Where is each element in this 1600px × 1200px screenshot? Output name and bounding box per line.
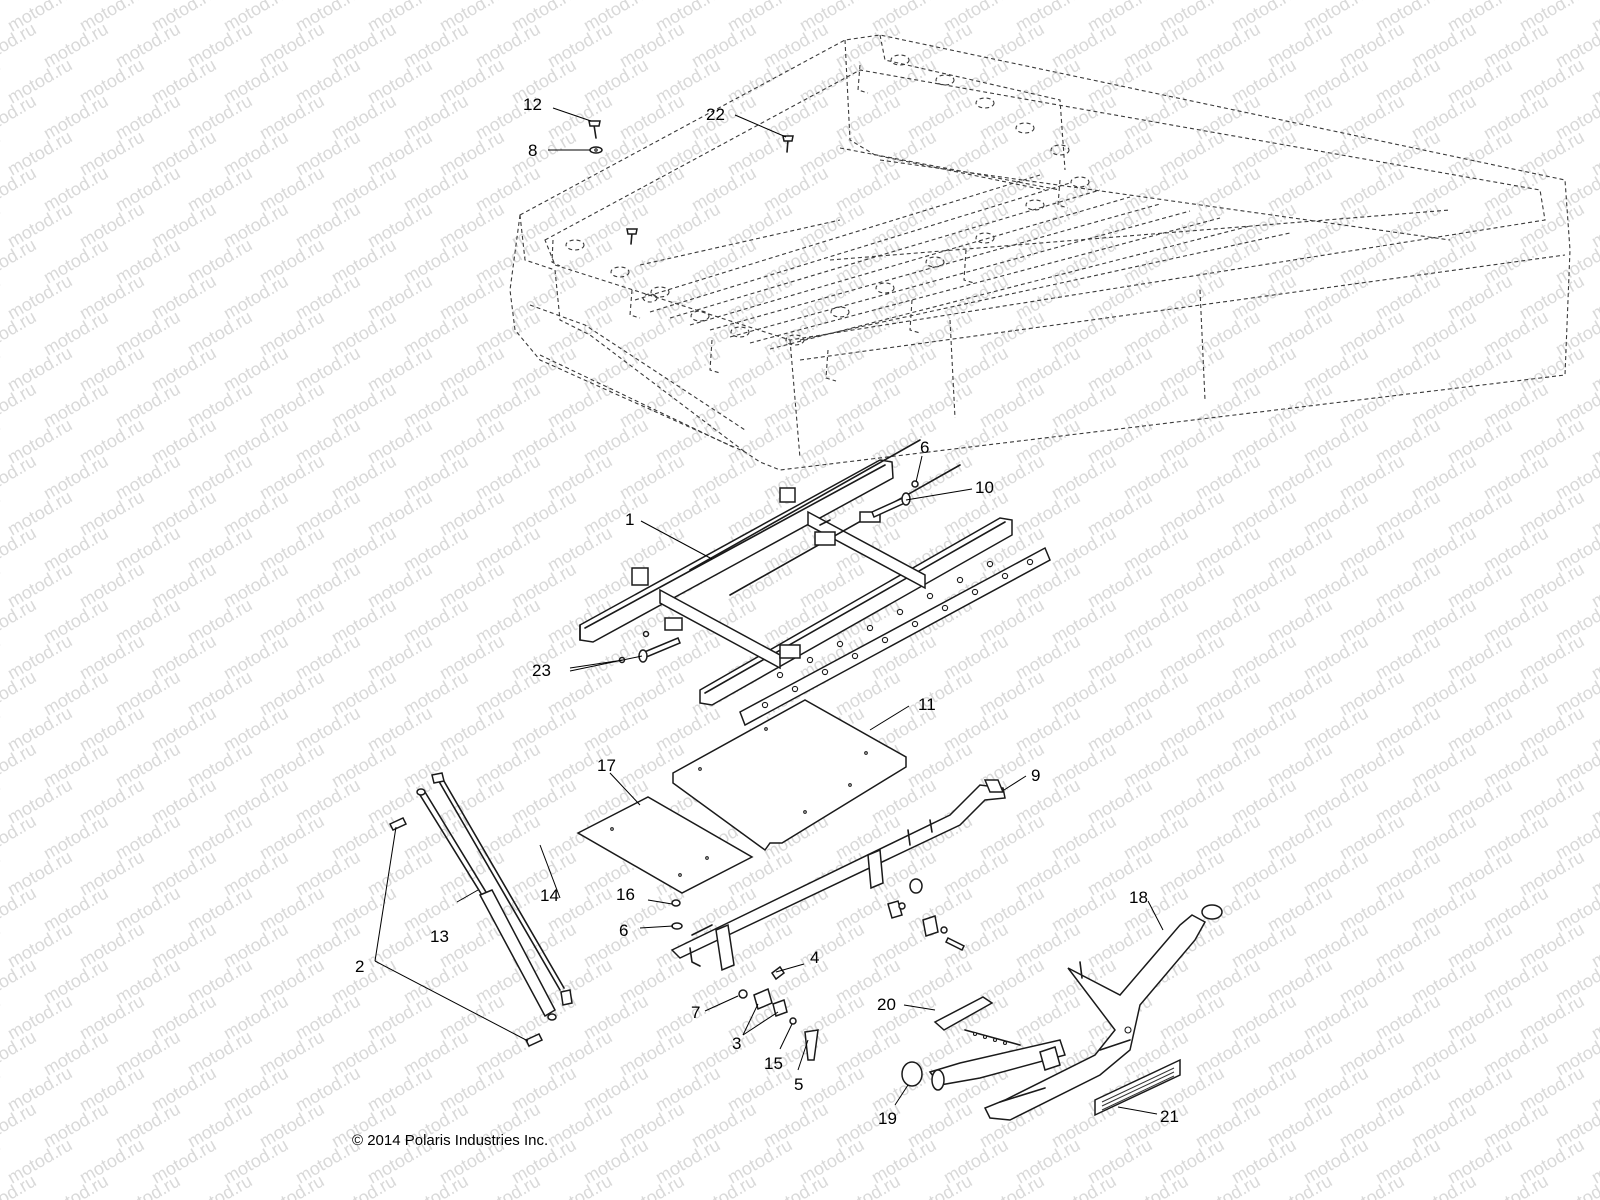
- watermark-text: motod.ru: [328, 1171, 400, 1200]
- callout-1: 1: [625, 510, 634, 529]
- watermark-text: motod.ru: [0, 775, 4, 828]
- callout-3: 3: [732, 1034, 741, 1053]
- callout-8: 8: [528, 141, 537, 160]
- watermark-text: motod.ru: [0, 1027, 40, 1080]
- watermark-text: motod.ru: [616, 1171, 688, 1200]
- callout-11: 11: [918, 695, 936, 714]
- callout-7: 7: [691, 1003, 700, 1022]
- callout-6-mid: 6: [619, 921, 628, 940]
- watermark-text: motod.ru: [1264, 1171, 1336, 1200]
- callout-21: 21: [1160, 1107, 1179, 1126]
- watermark-text: motod.ru: [0, 235, 40, 288]
- callout-17: 17: [597, 756, 616, 775]
- watermark-text: motod.ru: [0, 271, 4, 324]
- bolt-12: [588, 120, 601, 139]
- watermark-text: motod.ru: [0, 55, 4, 108]
- clip-6-top: [911, 480, 919, 488]
- watermark-text: motod.ru: [256, 1171, 328, 1200]
- watermark-text: motod.ru: [0, 19, 40, 72]
- watermark-text: motod.ru: [0, 415, 4, 468]
- bolt-loose: [626, 228, 638, 245]
- watermark-text: motod.ru: [0, 163, 40, 216]
- watermark-text: motod.ru: [400, 1171, 472, 1200]
- watermark-text: motod.ru: [40, 1171, 112, 1200]
- watermark-text: motod.ru: [0, 1063, 4, 1116]
- callout-4: 4: [810, 948, 819, 967]
- callout-18: 18: [1129, 888, 1148, 907]
- watermark-text: motod.ru: [0, 199, 4, 252]
- callout-19: 19: [878, 1109, 897, 1128]
- watermark-text: motod.ru: [1480, 1171, 1552, 1200]
- callout-20: 20: [877, 995, 896, 1014]
- watermark-text: motod.ru: [1048, 1171, 1120, 1200]
- watermark-text: motod.ru: [0, 379, 40, 432]
- watermark-text: motod.ru: [1192, 1171, 1264, 1200]
- callout-23: 23: [532, 661, 551, 680]
- callout-9: 9: [1031, 766, 1040, 785]
- watermark-text: motod.ru: [184, 1171, 256, 1200]
- watermark-text: motod.ru: [0, 1099, 40, 1152]
- watermark-text: motod.ru: [0, 1135, 4, 1188]
- watermark-text: motod.ru: [688, 1171, 760, 1200]
- watermark-text: motod.ru: [0, 523, 40, 576]
- callout-13: 13: [430, 927, 449, 946]
- washer-8: [589, 146, 603, 154]
- callout-10: 10: [975, 478, 994, 497]
- watermark-text: motod.ru: [0, 91, 40, 144]
- watermark-text: motod.ru: [0, 847, 4, 900]
- watermark-text: motod.ru: [904, 1171, 976, 1200]
- watermark-text: motod.ru: [1120, 1171, 1192, 1200]
- watermark-text: motod.ru: [0, 667, 40, 720]
- watermark-text: motod.ru: [472, 1171, 544, 1200]
- watermark-text: motod.ru: [0, 955, 40, 1008]
- watermark-text: motod.ru: [0, 991, 4, 1044]
- watermark-text: motod.ru: [0, 559, 4, 612]
- watermark-text: motod.ru: [0, 487, 4, 540]
- watermark-text: motod.ru: [832, 1171, 904, 1200]
- watermark-text: motod.ru: [976, 1171, 1048, 1200]
- watermark-text: motod.ru: [0, 631, 4, 684]
- watermark-text: motod.ru: [0, 343, 4, 396]
- watermark-text: motod.ru: [1408, 1171, 1480, 1200]
- end-cap-19: [901, 1061, 923, 1087]
- callout-labels: 12 8 22 1 6 10 23 11 17 9 16 14 13 6 18 …: [355, 95, 1179, 1128]
- callout-14: 14: [540, 886, 559, 905]
- callout-15: 15: [764, 1054, 783, 1073]
- watermark-text: motod.ru: [0, 307, 40, 360]
- watermark-text: motod.ru: [112, 1171, 184, 1200]
- watermark-text: motod.ru: [0, 811, 40, 864]
- watermark-text: motod.ru: [0, 919, 4, 972]
- watermark-text: motod.ru: [0, 883, 40, 936]
- callout-6-top: 6: [920, 438, 929, 457]
- watermark-text: motod.ru: [0, 739, 40, 792]
- watermark-text: motod.ru: [760, 1171, 832, 1200]
- callout-22: 22: [706, 105, 725, 124]
- watermark-text: motod.ru: [544, 1171, 616, 1200]
- watermark-text: motod.ru: [0, 451, 40, 504]
- callout-12: 12: [523, 95, 542, 114]
- callout-2: 2: [355, 957, 364, 976]
- watermark-text: motod.ru: [0, 703, 4, 756]
- watermark-text: motod.ru: [1336, 1171, 1408, 1200]
- callout-5: 5: [794, 1075, 803, 1094]
- watermark-text: motod.ru: [0, 595, 40, 648]
- watermark-text: motod.ru: [0, 127, 4, 180]
- callout-16: 16: [616, 885, 635, 904]
- copyright-notice: © 2014 Polaris Industries Inc.: [352, 1132, 548, 1149]
